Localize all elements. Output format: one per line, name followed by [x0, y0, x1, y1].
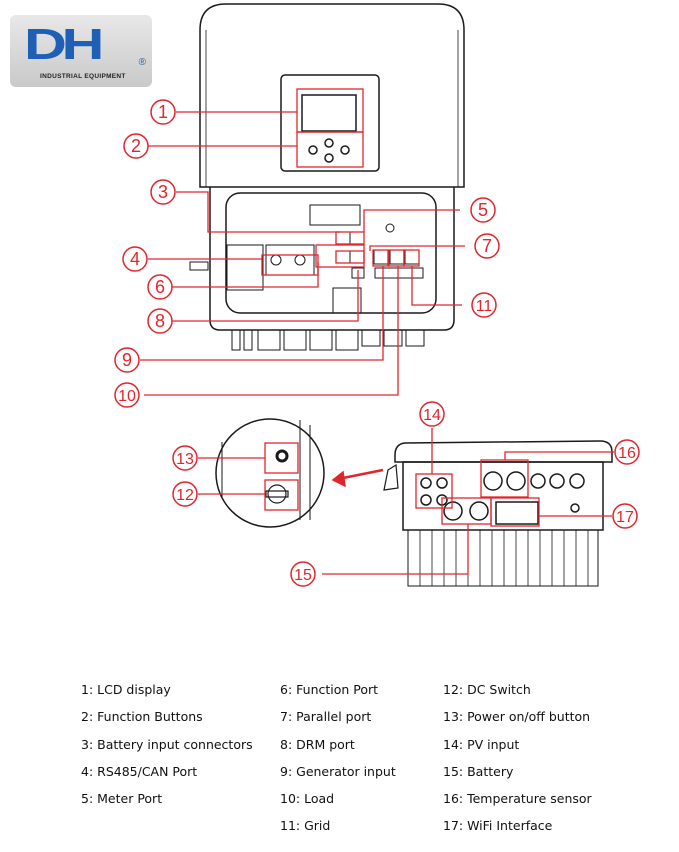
callout-number: 4 — [130, 249, 140, 269]
legend-item: 12: DC Switch — [443, 682, 531, 697]
inverter-front-view — [189, 3, 465, 351]
inverter-bottom-view — [383, 440, 613, 587]
callout-number: 3 — [158, 182, 168, 202]
callout-4: 4 — [122, 246, 148, 272]
power-button-glyph — [275, 449, 289, 463]
callout-leaders — [140, 88, 614, 575]
legend-item: 1: LCD display — [81, 682, 171, 697]
heatsink — [407, 529, 599, 587]
legend-item: 4: RS485/CAN Port — [81, 763, 198, 779]
logo-mark: DH — [24, 20, 104, 69]
callout-7: 7 — [474, 233, 500, 259]
callout-number: 11 — [476, 298, 493, 315]
legend-column-3: 12: DC Switch 13: Power on/off button 14… — [443, 680, 592, 844]
callout-1: 1 — [150, 99, 176, 125]
callout-13: 13 — [172, 445, 198, 471]
logo-subtitle: INDUSTRIAL EQUIPMENT — [40, 73, 126, 80]
callout-number: 5 — [478, 200, 488, 220]
legend-column-1: 1: LCD display 2: Function Buttons 3: Ba… — [81, 680, 253, 816]
callout-number: 12 — [176, 487, 194, 504]
zoom-circle — [215, 418, 325, 528]
wiring-box — [225, 192, 437, 314]
button-esc — [308, 145, 318, 155]
button-up — [324, 138, 334, 148]
callout-number: 1 — [158, 102, 168, 122]
legend-item: 3: Battery input connectors — [81, 736, 253, 752]
legend-item: 2: Function Buttons — [81, 709, 203, 725]
callout-number: 2 — [131, 136, 141, 156]
callout-number: 17 — [616, 509, 634, 526]
legend-item: 5: Meter Port — [81, 791, 163, 807]
callout-3: 3 — [150, 179, 176, 205]
dc-switch-detail — [215, 418, 384, 528]
callout-11: 11 — [471, 292, 497, 318]
registered-mark: ® — [138, 57, 146, 68]
company-logo: DH ® INDUSTRIAL EQUIPMENT — [10, 15, 152, 87]
button-enter — [340, 145, 350, 155]
callout-2: 2 — [123, 133, 149, 159]
callout-16: 16 — [614, 439, 640, 465]
legend-item: 9: Generator input — [280, 763, 396, 779]
callout-number: 16 — [618, 445, 636, 462]
legend-column-2: 6: Function Port 7: Parallel port 8: DRM… — [280, 680, 396, 844]
wifi-port — [495, 501, 539, 525]
display-panel — [280, 74, 380, 172]
lcd-screen — [301, 94, 357, 132]
callout-5: 5 — [470, 197, 496, 223]
callout-number: 8 — [155, 311, 165, 331]
callout-6: 6 — [147, 274, 173, 300]
callout-number: 9 — [122, 350, 132, 370]
callout-number: 13 — [176, 451, 194, 468]
callout-14: 14 — [419, 401, 445, 427]
legend-item: 6: Function Port — [280, 682, 379, 697]
callout-15: 15 — [290, 561, 316, 587]
callout-12: 12 — [172, 481, 198, 507]
legend-item: 17: WiFi Interface — [443, 818, 553, 834]
callout-number: 6 — [155, 277, 165, 297]
legend-item: 14: PV input — [443, 736, 520, 752]
legend-item: 10: Load — [280, 791, 335, 807]
legend-item: 8: DRM port — [280, 736, 355, 752]
legend-item: 13: Power on/off button — [443, 709, 591, 725]
button-down — [324, 153, 334, 163]
front-cover — [199, 3, 465, 188]
callout-9: 9 — [114, 347, 140, 373]
callout-number: 14 — [423, 407, 441, 424]
callout-number: 7 — [482, 236, 492, 256]
legend-item: 16: Temperature sensor — [443, 791, 592, 807]
callout-10: 10 — [114, 382, 140, 408]
legend-item: 11: Grid — [280, 818, 331, 834]
bottom-panel — [402, 461, 604, 531]
callout-8: 8 — [147, 308, 173, 334]
legend-item: 7: Parallel port — [280, 709, 372, 725]
callout-17: 17 — [612, 503, 638, 529]
legend-item: 15: Battery — [443, 763, 514, 779]
callout-number: 15 — [294, 567, 312, 584]
dc-switch-knob — [267, 484, 287, 504]
callout-number: 10 — [118, 388, 136, 405]
